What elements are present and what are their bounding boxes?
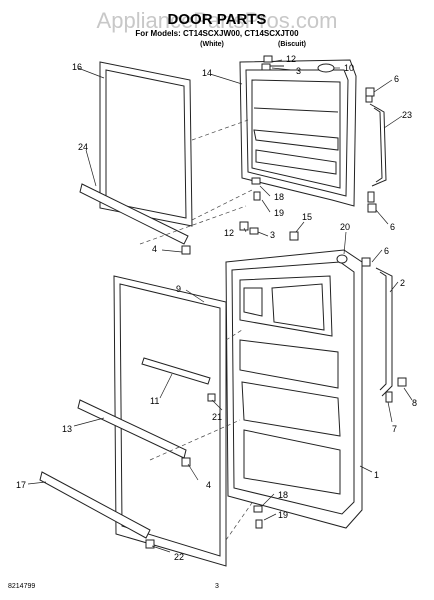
callout-2: 2	[400, 278, 405, 288]
callout-9: 9	[176, 284, 181, 294]
alignment-lines	[139, 119, 255, 541]
page-number: 3	[215, 583, 219, 590]
callout-7: 7	[392, 424, 397, 434]
small-parts	[239, 55, 407, 529]
fresh-food-gasket	[113, 275, 227, 567]
fresh-food-handle	[375, 267, 393, 397]
callout-18b: 18	[278, 490, 288, 500]
leader-lines	[27, 59, 413, 553]
callout-3b: 3	[270, 230, 275, 240]
color-white: (White)	[200, 41, 224, 48]
callout-19b: 19	[278, 510, 288, 520]
callout-8: 8	[412, 398, 417, 408]
freezer-handle	[365, 91, 387, 203]
callout-24: 24	[78, 142, 88, 152]
callout-20: 20	[340, 222, 350, 232]
callout-10: 10	[344, 63, 354, 73]
freezer-door	[239, 59, 357, 207]
callout-16: 16	[72, 62, 82, 72]
callout-4b: 4	[206, 480, 211, 490]
callout-21: 21	[212, 412, 222, 422]
breaker-strip-middle	[77, 399, 191, 467]
inner-strip	[141, 357, 216, 402]
callout-13: 13	[62, 424, 72, 434]
callout-1: 1	[374, 470, 379, 480]
callout-4a: 4	[152, 244, 157, 254]
callout-23: 23	[402, 110, 412, 120]
callout-3a: 3	[296, 66, 301, 76]
page-title: DOOR PARTS	[168, 11, 267, 28]
callout-22: 22	[174, 552, 184, 562]
breaker-strip-lower	[39, 471, 155, 549]
callout-17: 17	[16, 480, 26, 490]
callout-15: 15	[302, 212, 312, 222]
callouts: 16 14 12 3 10 6 23 24 18 19 6 15 12 3 4 …	[16, 54, 417, 562]
document-number: 8214799	[8, 583, 35, 590]
callout-18a: 18	[274, 192, 284, 202]
models-line: For Models: CT14SCXJW00, CT14SCXJT00	[135, 29, 299, 38]
breaker-strip-upper	[79, 183, 191, 255]
callout-11: 11	[150, 396, 159, 406]
watermark: AppliancePartsPros.com	[97, 8, 338, 33]
callout-6b: 6	[390, 222, 395, 232]
callout-14: 14	[202, 68, 212, 78]
callout-12a: 12	[286, 54, 296, 64]
color-biscuit: (Biscuit)	[278, 41, 306, 48]
fresh-food-door	[225, 249, 363, 529]
callout-6a: 6	[394, 74, 399, 84]
freezer-gasket	[99, 61, 193, 227]
callout-12b: 12	[224, 228, 234, 238]
callout-6c: 6	[384, 246, 389, 256]
callout-19a: 19	[274, 208, 284, 218]
